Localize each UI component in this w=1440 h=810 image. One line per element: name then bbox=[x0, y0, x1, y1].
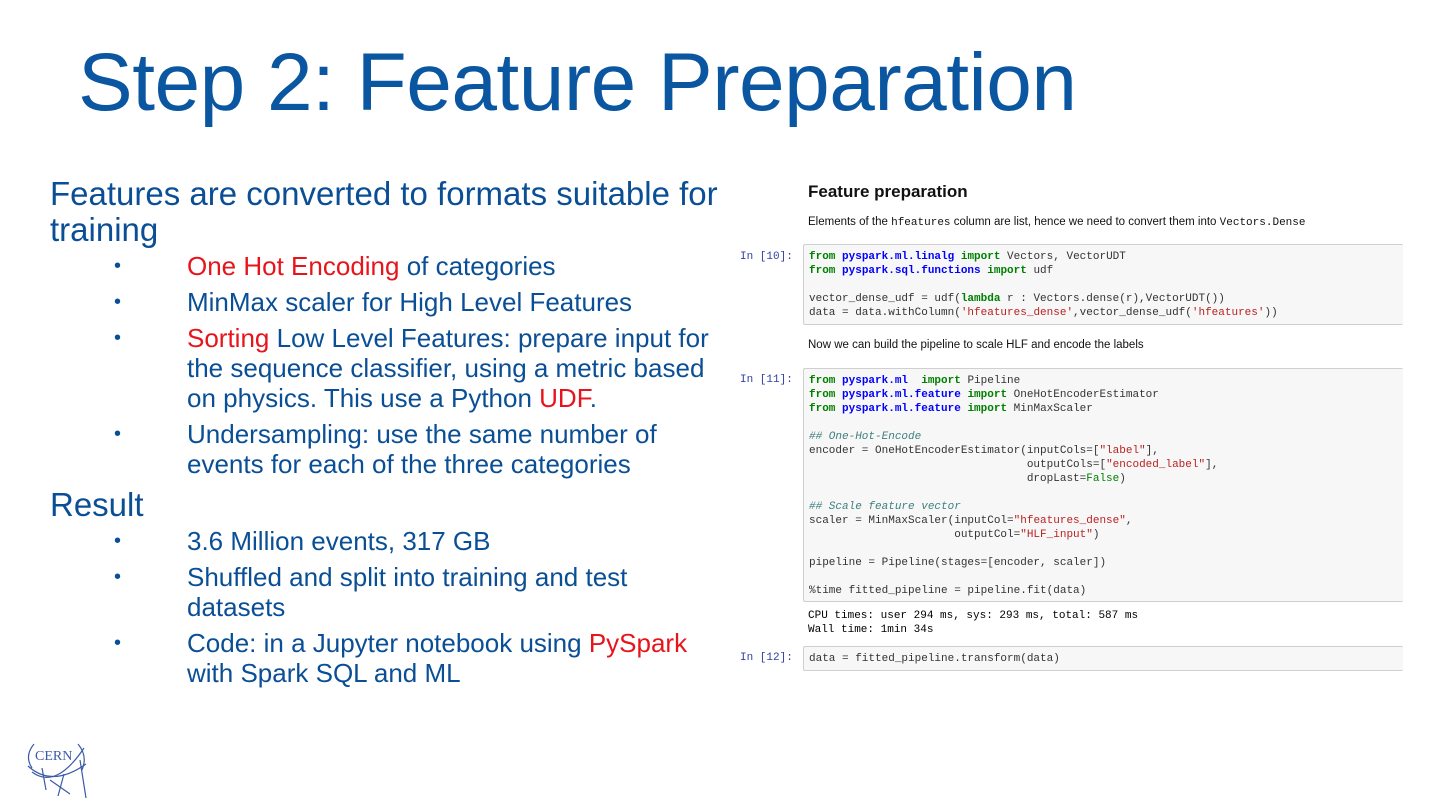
bullet-item: • 3.6 Million events, 317 GB bbox=[50, 526, 730, 556]
bullet-icon: • bbox=[114, 255, 122, 277]
bullet-item: • Code: in a Jupyter notebook using PySp… bbox=[50, 628, 730, 688]
bullet-text: of categories bbox=[399, 251, 556, 281]
cern-logo-icon: CERN bbox=[22, 740, 97, 802]
highlight-text: PySpark bbox=[588, 628, 688, 658]
bullet-icon: • bbox=[114, 530, 122, 552]
cell-prompt-12: In [12]: bbox=[740, 652, 793, 664]
cell-prompt-10: In [10]: bbox=[740, 251, 793, 263]
highlight-text: UDF bbox=[539, 383, 590, 413]
bullet-item: • MinMax scaler for High Level Features bbox=[50, 287, 730, 317]
bullet-text: 3.6 Million events, 317 GB bbox=[187, 526, 491, 556]
code-cell-12[interactable]: data = fitted_pipeline.transform(data) bbox=[803, 646, 1403, 671]
bullet-item: • Sorting Low Level Features: prepare in… bbox=[50, 323, 730, 413]
left-content: Features are converted to formats suitab… bbox=[50, 176, 730, 694]
highlight-text: One Hot Encoding bbox=[187, 251, 400, 281]
notebook-paragraph-2: Now we can build the pipeline to scale H… bbox=[808, 339, 1144, 351]
features-bullet-list: • One Hot Encoding of categories • MinMa… bbox=[50, 251, 730, 479]
section-heading-features: Features are converted to formats suitab… bbox=[50, 175, 718, 248]
output-line: Wall time: 1min 34s bbox=[808, 624, 934, 636]
para-text: Elements of the bbox=[808, 216, 892, 228]
bullet-text: Undersampling: use the same number of ev… bbox=[187, 419, 657, 479]
bullet-icon: • bbox=[114, 291, 122, 313]
bullet-text: MinMax scaler for High Level Features bbox=[187, 287, 633, 317]
bullet-icon: • bbox=[114, 327, 122, 349]
bullet-text: Code: in a Jupyter notebook using bbox=[187, 628, 589, 658]
bullet-text-tail: . bbox=[589, 383, 597, 413]
bullet-icon: • bbox=[114, 632, 122, 654]
bullet-icon: • bbox=[114, 566, 122, 588]
code-cell-10[interactable]: from pyspark.ml.linalg import Vectors, V… bbox=[803, 244, 1403, 325]
code-cell-11[interactable]: from pyspark.ml import Pipeline from pys… bbox=[803, 368, 1403, 602]
code-line: data = fitted_pipeline.transform(data) bbox=[809, 653, 1060, 665]
bullet-text: Low Level Features: prepare input for th… bbox=[187, 323, 709, 413]
bullet-item: • One Hot Encoding of categories bbox=[50, 251, 730, 281]
svg-text:CERN: CERN bbox=[35, 749, 72, 764]
section-heading-result: Result bbox=[50, 486, 144, 523]
bullet-text: with Spark SQL and ML bbox=[187, 658, 461, 688]
result-bullet-list: • 3.6 Million events, 317 GB • Shuffled … bbox=[50, 526, 730, 688]
slide-title: Step 2: Feature Preparation bbox=[78, 37, 1077, 128]
notebook-paragraph-1: Elements of the hfeatures column are lis… bbox=[808, 216, 1305, 229]
para-text: column are list, hence we need to conver… bbox=[950, 216, 1220, 228]
bullet-text: Shuffled and split into training and tes… bbox=[187, 562, 628, 622]
bullet-icon: • bbox=[114, 423, 122, 445]
bullet-item: • Shuffled and split into training and t… bbox=[50, 562, 730, 622]
output-line: CPU times: user 294 ms, sys: 293 ms, tot… bbox=[808, 610, 1139, 622]
inline-code: Vectors.Dense bbox=[1219, 217, 1306, 229]
notebook-heading: Feature preparation bbox=[808, 182, 968, 201]
highlight-text: Sorting bbox=[187, 323, 270, 353]
cell-prompt-11: In [11]: bbox=[740, 374, 793, 386]
bullet-item: • Undersampling: use the same number of … bbox=[50, 419, 730, 479]
cell-output-11: CPU times: user 294 ms, sys: 293 ms, tot… bbox=[808, 609, 1138, 637]
inline-code: hfeatures bbox=[891, 217, 951, 229]
